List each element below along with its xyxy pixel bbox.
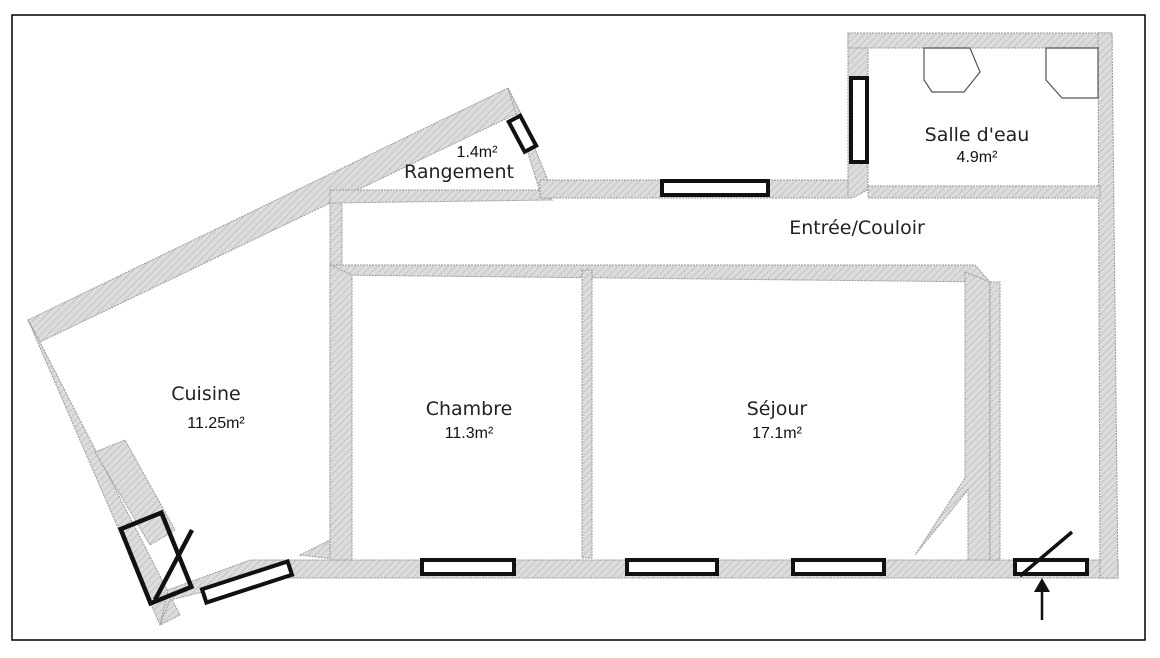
entrance-marker <box>1018 530 1074 620</box>
wall-diagonal-top <box>27 87 521 343</box>
entrance-door-swing <box>1018 530 1074 578</box>
window-corridor-top <box>660 179 770 197</box>
window-salle-left <box>849 76 869 164</box>
room-area-salle-d-eau: 4.9m² <box>957 149 999 166</box>
window-kitchen-bottom <box>199 558 295 606</box>
wall-salle-top <box>847 32 1113 49</box>
sink-fixture <box>1045 47 1099 99</box>
room-name-rangement: Rangement <box>404 161 514 183</box>
windows <box>199 76 1089 606</box>
room-name-sejour: Séjour <box>747 398 808 420</box>
wall-partition <box>581 269 593 559</box>
wall-salle-bottom <box>867 185 1101 199</box>
wall-right <box>1097 32 1119 579</box>
wall-kitchen-block <box>94 439 176 546</box>
plan-frame <box>11 14 1146 641</box>
wall-sejour-right <box>914 271 991 561</box>
wall-kitchen-left <box>27 319 181 626</box>
wall-rooms-top <box>329 264 992 283</box>
window-rangement <box>506 112 539 155</box>
kitchen-door <box>117 509 195 607</box>
shower-fixture <box>923 47 981 93</box>
room-name-chambre: Chambre <box>426 398 513 420</box>
room-area-cuisine: 11.25m² <box>187 415 245 432</box>
room-name-entree-couloir: Entrée/Couloir <box>789 217 925 239</box>
window-sejour-right <box>791 558 886 576</box>
entrance-arrow-icon <box>1034 578 1050 592</box>
wall-entrance-block <box>989 281 1001 561</box>
window-chambre <box>420 558 516 576</box>
kitchen-door-swing <box>153 528 194 602</box>
room-area-chambre: 11.3m² <box>445 425 494 442</box>
kitchen-door-frame <box>117 509 195 607</box>
wall-chambre-left <box>329 264 353 561</box>
room-name-cuisine: Cuisine <box>171 383 241 405</box>
room-labels: Salle d'eau 4.9m² 1.4m² Rangement Entrée… <box>171 124 1029 442</box>
room-name-salle-d-eau: Salle d'eau <box>925 124 1030 146</box>
wall-rangement-bottom <box>329 189 554 204</box>
walls <box>27 32 1119 626</box>
wall-bottom <box>159 559 1119 626</box>
room-area-rangement: 1.4m² <box>457 144 499 161</box>
window-sejour-left <box>625 558 719 576</box>
bathroom-fixtures <box>923 47 1099 99</box>
room-area-sejour: 17.1m² <box>752 425 802 442</box>
